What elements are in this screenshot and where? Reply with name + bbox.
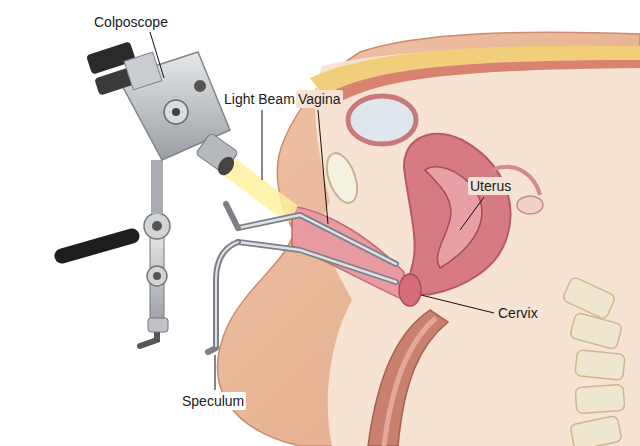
colposcope [62,41,238,346]
speculum [208,204,396,352]
rectum [368,310,448,446]
uterus [404,134,510,295]
part-label: Cervix [496,304,540,322]
part-label: Light Beam [222,90,297,108]
part-label: Vagina [296,90,343,108]
ovary [517,196,543,214]
bladder [348,96,416,144]
cervix [399,274,421,306]
part-label: Uterus [468,177,513,195]
leader-lines [150,32,494,390]
pubic-bone [321,149,363,207]
body-silhouette [218,32,640,446]
part-label: Colposcope [92,13,170,31]
part-label: Speculum [180,392,246,410]
rectum-lumen [384,318,436,446]
spine [562,276,625,446]
